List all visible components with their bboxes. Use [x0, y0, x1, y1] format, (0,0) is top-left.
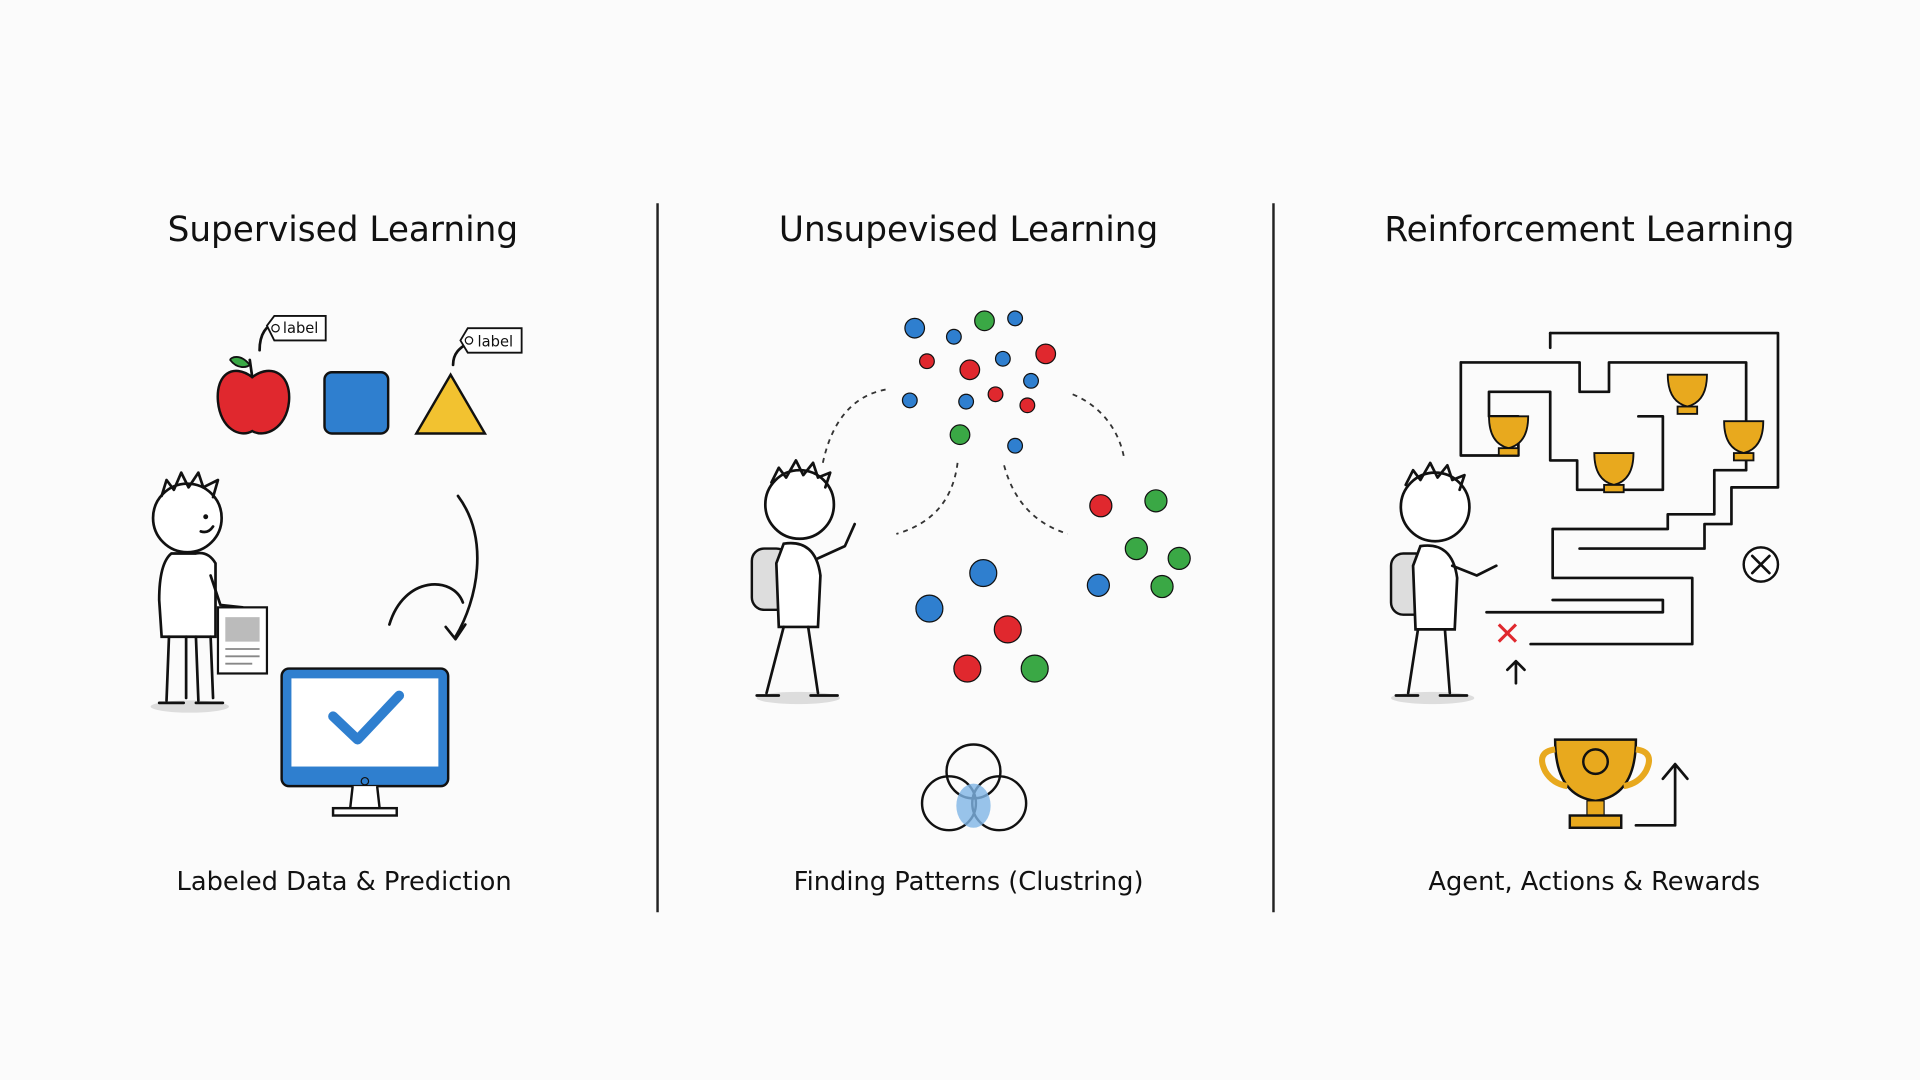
label-tag: label [451, 327, 523, 367]
trophy-icon [1488, 373, 1765, 494]
label-tag-text: label [478, 334, 514, 351]
cluster-left [915, 558, 1049, 683]
venn-diagram-icon [920, 743, 1028, 832]
monitor-checkmark-icon [280, 667, 450, 817]
reward-trophy-icon [1539, 738, 1653, 829]
arrow-icon [388, 583, 465, 626]
square-icon [323, 371, 390, 435]
dashed-arrow [821, 388, 887, 464]
triangle-icon [414, 372, 488, 435]
reinforcement-caption: Agent, Actions & Rewards [1428, 867, 1760, 897]
unsupervised-caption: Finding Patterns (Clustring) [794, 867, 1144, 897]
person-figure [150, 471, 269, 713]
label-tag-text: label [283, 320, 319, 337]
dashed-arrow [1003, 465, 1069, 535]
supervised-title: Supervised Learning [168, 210, 519, 250]
growth-arrow-icon [1634, 762, 1689, 827]
label-tag: label [258, 315, 327, 352]
supervised-caption: Labeled Data & Prediction [177, 867, 512, 897]
close-circle-icon [1742, 546, 1780, 583]
data-points-cloud [901, 310, 1057, 454]
person-with-backpack [750, 459, 857, 705]
dashed-arrow [896, 462, 959, 535]
cluster-right [1086, 489, 1191, 599]
reinforcement-title: Reinforcement Learning [1384, 210, 1794, 250]
up-arrow-icon [1506, 659, 1526, 685]
arrow-icon [444, 494, 479, 641]
person-with-backpack [1389, 461, 1498, 705]
unsupervised-title: Unsupevised Learning [779, 210, 1158, 250]
x-mark-icon [1497, 623, 1518, 643]
dashed-arrow [1072, 393, 1125, 459]
apple-icon [216, 356, 291, 435]
